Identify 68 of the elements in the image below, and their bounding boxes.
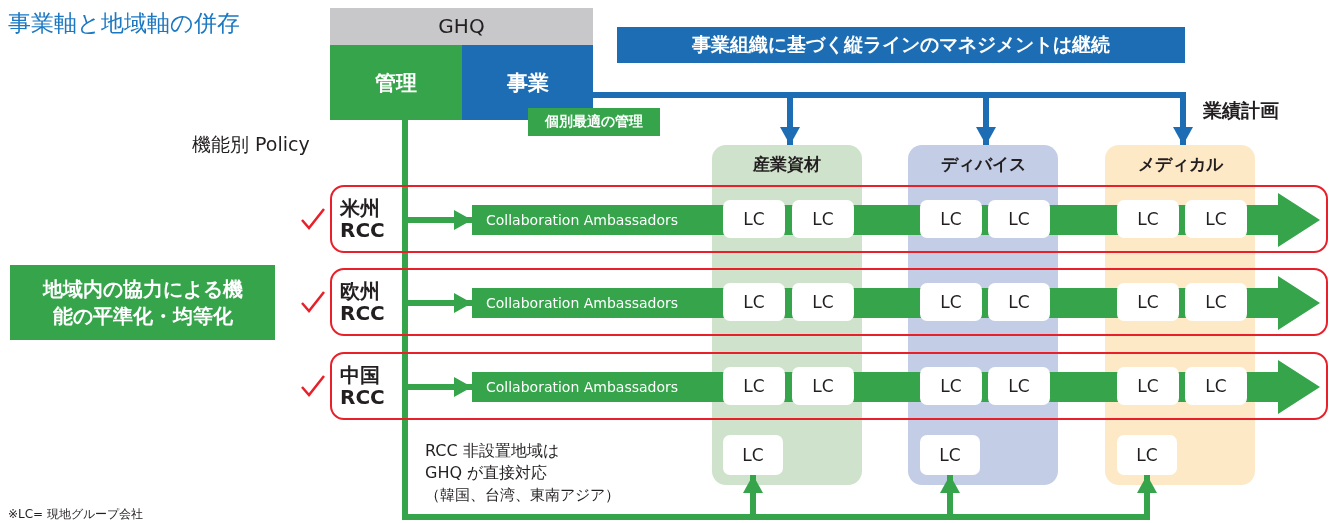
node-label: 事業組織に基づく縦ラインのマネジメントは継続 bbox=[692, 32, 1110, 57]
node-label: LC bbox=[1205, 209, 1227, 229]
arrow bbox=[593, 92, 1193, 145]
band-label: Collaboration Ambassadors bbox=[486, 212, 679, 228]
company-box bbox=[723, 367, 785, 405]
company-box bbox=[723, 200, 785, 238]
node-label: LC bbox=[940, 292, 962, 312]
node-label: LC bbox=[1137, 376, 1159, 396]
company-box bbox=[1117, 283, 1179, 321]
company-box bbox=[1185, 367, 1247, 405]
company-box bbox=[920, 435, 980, 475]
tag-box bbox=[528, 108, 660, 136]
node-label: LC bbox=[939, 445, 961, 465]
node-label: 産業資材 bbox=[753, 153, 821, 176]
node-label: LC bbox=[743, 209, 765, 229]
banner bbox=[617, 27, 1185, 63]
node-label: LC bbox=[1008, 292, 1030, 312]
company-box bbox=[792, 283, 854, 321]
company-box bbox=[988, 200, 1050, 238]
node-label: LC bbox=[812, 209, 834, 229]
node-label: メディカル bbox=[1137, 153, 1223, 176]
title: 事業軸と地域軸の併存 bbox=[8, 9, 240, 38]
note-label: RCC 非設置地域は GHQ が直接対応 bbox=[425, 440, 560, 485]
node-label: 中国 RCC bbox=[340, 364, 384, 408]
node-label: 管理 bbox=[375, 69, 417, 97]
footnote: ※LC= 現地グループ会社 bbox=[8, 506, 143, 523]
band-label: Collaboration Ambassadors bbox=[486, 379, 679, 395]
node-label: LC bbox=[743, 376, 765, 396]
node-label: LC bbox=[1137, 292, 1159, 312]
company-box bbox=[1117, 200, 1179, 238]
node-label: LC bbox=[812, 292, 834, 312]
company-box bbox=[723, 435, 783, 475]
company-box bbox=[920, 283, 982, 321]
company-box bbox=[1117, 367, 1179, 405]
node-label: 個別最適の管理 bbox=[545, 113, 643, 131]
note-label: 機能別 Policy bbox=[192, 132, 310, 157]
company-box bbox=[920, 200, 982, 238]
node-label: GHQ bbox=[438, 13, 485, 40]
company-box bbox=[792, 367, 854, 405]
note-label: 業績計画 bbox=[1203, 98, 1279, 123]
node-label: LC bbox=[1205, 292, 1227, 312]
note-label: （韓国、台湾、東南アジア） bbox=[425, 486, 620, 505]
node-label: 事業 bbox=[506, 69, 549, 97]
node-label: LC bbox=[812, 376, 834, 396]
node-label: LC bbox=[1136, 445, 1158, 465]
node-label: LC bbox=[940, 209, 962, 229]
company-box bbox=[988, 283, 1050, 321]
company-box bbox=[1117, 435, 1177, 475]
node-label: LC bbox=[1205, 376, 1227, 396]
node-label: 米州 RCC bbox=[340, 197, 384, 241]
company-box bbox=[792, 200, 854, 238]
company-box bbox=[723, 283, 785, 321]
node-label: LC bbox=[742, 445, 764, 465]
node-label: ディバイス bbox=[940, 153, 1026, 176]
node-label: 地域内の協力による機能の平準化・均等化 bbox=[42, 275, 243, 330]
band-label: Collaboration Ambassadors bbox=[486, 295, 679, 311]
node-label: 欧州 RCC bbox=[340, 280, 384, 324]
node-label: LC bbox=[1008, 376, 1030, 396]
node-label: LC bbox=[743, 292, 765, 312]
company-box bbox=[1185, 200, 1247, 238]
function-box bbox=[330, 45, 462, 120]
node-label: LC bbox=[940, 376, 962, 396]
company-box bbox=[1185, 283, 1247, 321]
node-label: LC bbox=[1008, 209, 1030, 229]
company-box bbox=[920, 367, 982, 405]
node-label: LC bbox=[1137, 209, 1159, 229]
note-box bbox=[10, 265, 275, 340]
company-box bbox=[988, 367, 1050, 405]
